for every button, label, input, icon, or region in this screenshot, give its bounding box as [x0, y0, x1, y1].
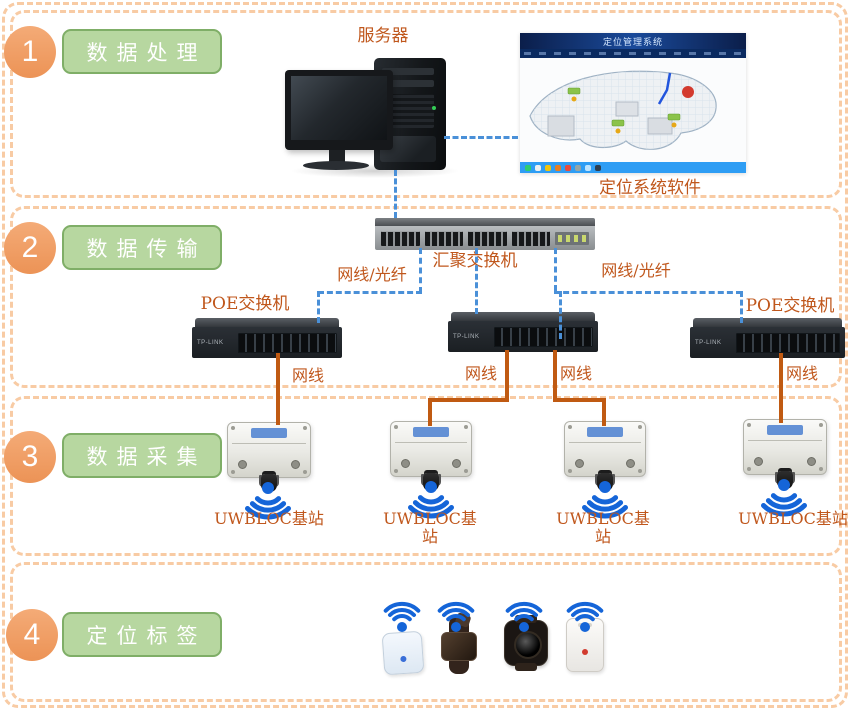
toolbar-icon [595, 164, 601, 171]
fiber-label-right: 网线/光纤 [601, 261, 671, 280]
cable-mid-right-v2 [602, 398, 606, 426]
switch-brand-label: TP-LINK [453, 333, 480, 340]
wifi-down-icon [408, 481, 454, 519]
connector-agg-left-v1 [419, 248, 422, 293]
server-monitor [285, 70, 393, 150]
stage-title-data-processing: 数据处理 [62, 29, 222, 74]
connector-agg-left-h [318, 291, 422, 294]
server-label: 服务器 [357, 26, 409, 46]
toolbar-icon [535, 164, 541, 171]
section-number-badge: 1 [4, 26, 56, 78]
wifi-down-icon [761, 479, 807, 517]
connector-agg-right-h [554, 291, 742, 294]
section-box-2 [10, 206, 842, 388]
sfp-module [555, 231, 589, 245]
uwb-base-station [227, 422, 311, 492]
connector-agg-right-v2 [740, 291, 743, 323]
badge-tag [381, 630, 425, 676]
connector-server-agg [394, 170, 397, 218]
stage-title-data-transmission: 数据传输 [62, 225, 222, 270]
section-number-badge: 4 [6, 609, 58, 661]
uwb-base-station [564, 421, 646, 491]
software-toolbar [520, 162, 746, 173]
positioning-software-window: 定位管理系统 [520, 33, 746, 173]
stage-title-positioning-tag: 定位标签 [62, 612, 222, 657]
base-station-label: UWBLOC基站 [738, 509, 848, 528]
section-number-badge: 3 [4, 431, 56, 483]
sos-button [582, 649, 588, 655]
connector-agg-mid-v [475, 248, 478, 314]
floorplan-graphic [529, 70, 717, 150]
wifi-down-icon [582, 481, 628, 519]
watch-tag [504, 615, 548, 671]
connector-agg-left-v2 [317, 291, 320, 323]
base-station-label: UWBLOC基站 [556, 509, 650, 546]
software-menubar [520, 49, 746, 58]
switch-brand-label: TP-LINK [197, 339, 224, 346]
uwb-base-station [743, 419, 827, 489]
cable-right [779, 353, 783, 423]
connector-mid-switch-v [559, 291, 562, 339]
port-block [238, 332, 337, 353]
uwb-base-station [390, 421, 472, 491]
connector-agg-right-v1 [554, 248, 557, 291]
poe-switch-left: TP-LINK [192, 318, 342, 358]
toolbar-icon [565, 164, 571, 171]
poe-switch-right-label: POE交换机 [745, 296, 835, 316]
cable-label-right: 网线 [785, 364, 818, 383]
cable-mid-right-v1 [553, 350, 557, 402]
software-floorplan [520, 58, 746, 162]
base-station-label: UWBLOC基站 [214, 509, 324, 528]
toolbar-icon [585, 164, 591, 171]
base-station-label: UWBLOC基站 [383, 509, 477, 546]
wifi-up-icon [437, 601, 475, 632]
software-titlebar: 定位管理系统 [520, 33, 746, 49]
wifi-up-icon [383, 601, 421, 632]
cable-mid-left-v1 [505, 350, 509, 402]
stage-title-data-collection: 数据采集 [62, 433, 222, 478]
poe-switch-middle: TP-LINK [448, 312, 598, 352]
toolbar-icon [555, 164, 561, 171]
toolbar-icon [545, 164, 551, 171]
section-box-1 [10, 10, 842, 198]
connector-server-software [444, 136, 518, 139]
port-block [494, 326, 593, 347]
poe-switch-right: TP-LINK [690, 318, 845, 358]
toolbar-icon [525, 164, 531, 171]
camera-lens [514, 631, 542, 659]
section-number-badge: 2 [4, 222, 56, 274]
monitor-stand [329, 150, 345, 162]
fiber-label-left: 网线/光纤 [337, 265, 407, 284]
poe-switch-left-label: POE交换机 [200, 294, 290, 314]
cable-left [276, 353, 280, 425]
port-group [381, 230, 420, 246]
switch-brand-label: TP-LINK [695, 339, 722, 346]
cable-mid-left-h [428, 398, 509, 402]
wifi-up-icon [505, 601, 543, 632]
port-group [468, 230, 507, 246]
toolbar-icon [575, 164, 581, 171]
monitor-base [303, 161, 369, 170]
software-title: 定位管理系统 [602, 36, 663, 47]
cable-label-mid-left: 网线 [464, 364, 497, 383]
cable-mid-left-v2 [428, 398, 432, 426]
port-group [424, 230, 463, 246]
port-group [511, 230, 550, 246]
aggregation-switch [375, 218, 595, 250]
wifi-down-icon [245, 482, 291, 520]
wifi-up-icon [566, 601, 604, 632]
cable-label-left: 网线 [291, 366, 324, 385]
cable-label-mid-right: 网线 [559, 364, 592, 383]
software-label: 定位系统软件 [599, 178, 701, 198]
port-block [736, 332, 840, 353]
cable-mid-right-h [553, 398, 606, 402]
